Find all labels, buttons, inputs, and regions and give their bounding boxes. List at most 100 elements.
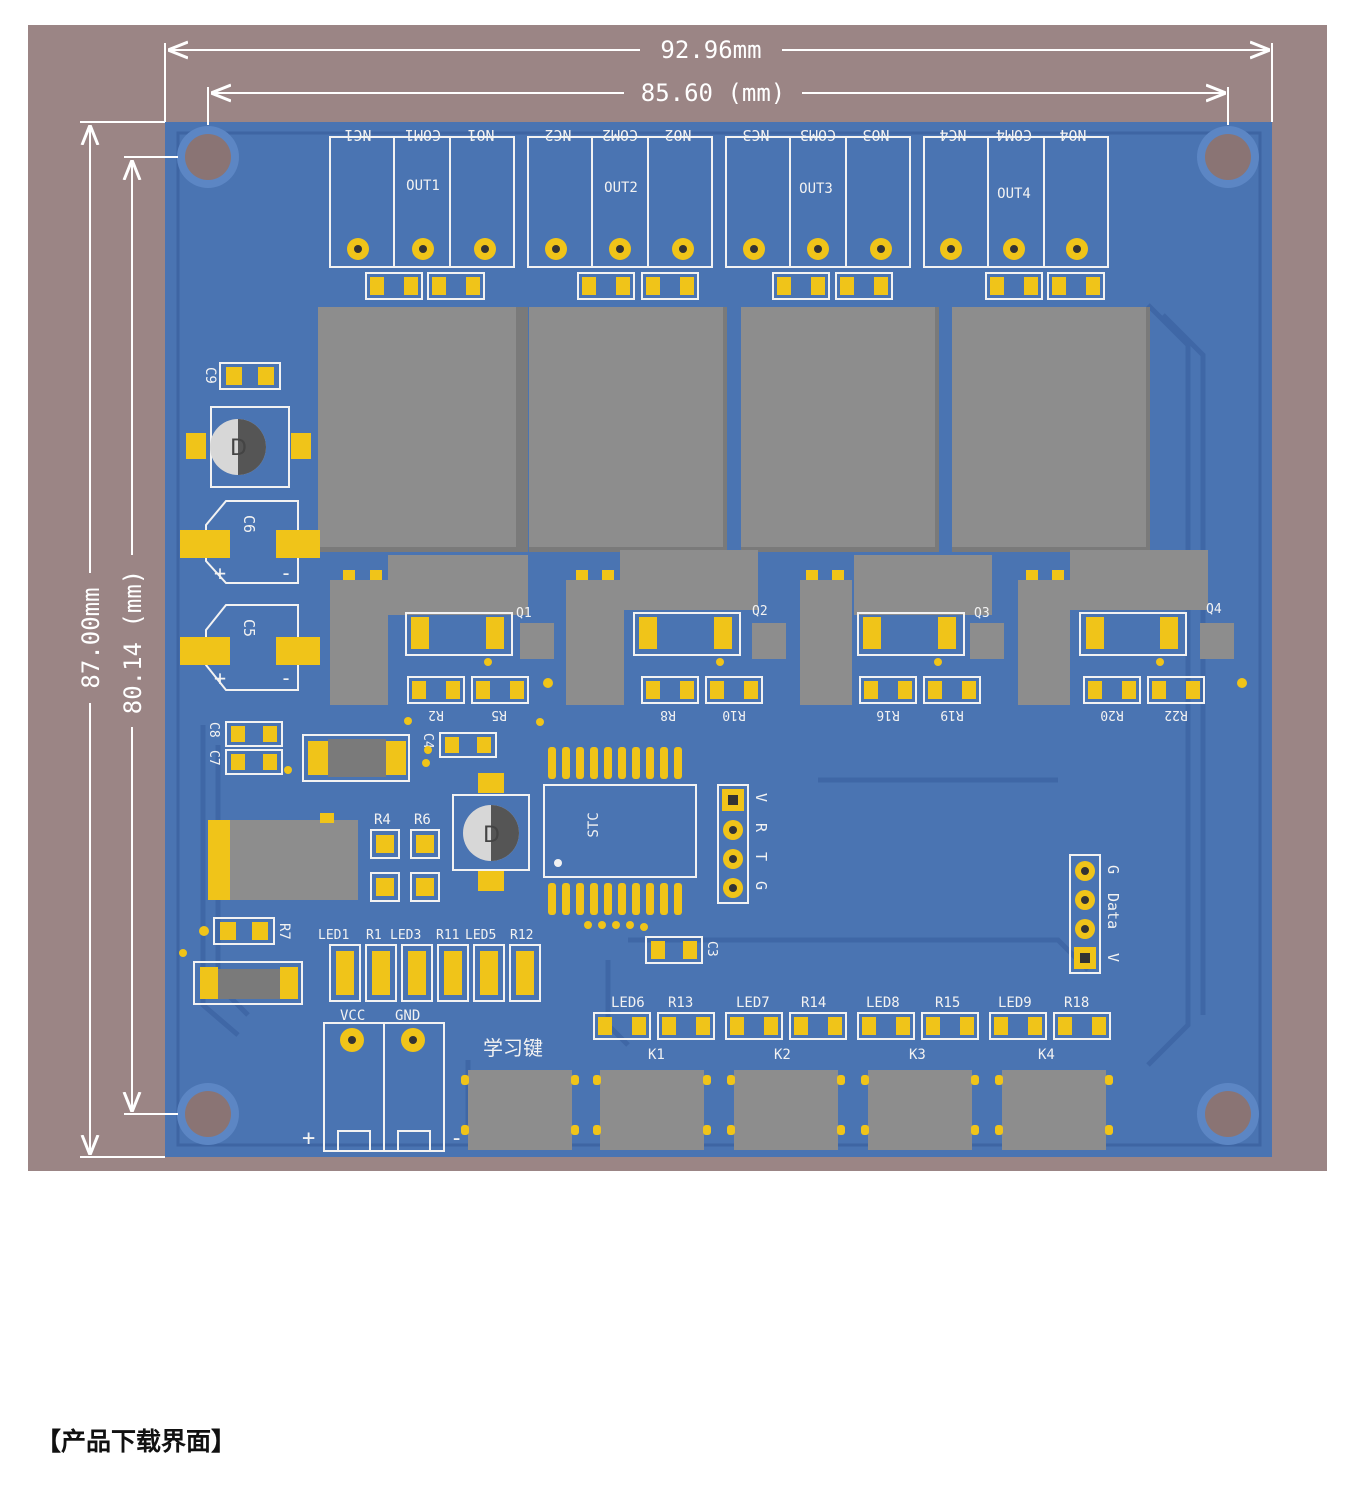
label-data-g: G <box>1104 865 1122 874</box>
label-q3: Q3 <box>974 606 990 621</box>
cap-c6: C6 + - <box>180 500 320 585</box>
label-r11: R11 <box>436 928 459 943</box>
tactile-switches <box>461 1070 1113 1150</box>
out4-pin-nc: NC4 <box>939 126 966 144</box>
label-led1: LED1 <box>318 928 349 943</box>
output-terminal-4: NC4 COM4 NO4 OUT4 <box>923 126 1109 268</box>
label-r5: R5 <box>491 707 507 722</box>
pcb-figure: 92.96mm 85.60 (mm) 87.00mm 80.14 (mm) NC… <box>28 25 1327 1171</box>
cap-c4: C4 <box>420 732 497 758</box>
voltage-regulator <box>208 813 358 900</box>
label-c7: C7 <box>206 750 221 766</box>
label-led7: LED7 <box>736 995 770 1011</box>
electrolytic-cap-top: D <box>186 406 311 488</box>
label-r12: R12 <box>510 928 533 943</box>
label-led6: LED6 <box>611 995 645 1011</box>
label-stc: STC <box>586 812 602 837</box>
label-k3: K3 <box>909 1047 926 1063</box>
label-q2: Q2 <box>752 604 768 619</box>
label-r22: R22 <box>1164 707 1187 722</box>
mcu-stc: STC <box>543 747 697 915</box>
label-q4: Q4 <box>1206 602 1222 617</box>
label-data-v: V <box>1104 953 1122 962</box>
out2-pin-nc: NC2 <box>544 126 571 144</box>
smd-row-top <box>365 272 1105 300</box>
label-r13: R13 <box>668 995 693 1011</box>
cap-c3: C3 <box>645 936 719 964</box>
label-uart-v: V <box>752 793 770 802</box>
label-r2: R2 <box>428 707 444 722</box>
label-r16: R16 <box>876 707 899 722</box>
dim-width-holes: 85.60 (mm) <box>641 79 786 107</box>
out2-label: OUT2 <box>604 180 638 196</box>
out3-pin-nc: NC3 <box>742 126 769 144</box>
label-r20: R20 <box>1100 707 1123 722</box>
label-r10: R10 <box>722 707 745 722</box>
relay-drivers: Q1 Q2 Q3 Q4 R2 R5 R8 R10 R16 R19 R20 R22 <box>330 550 1234 722</box>
label-diode-mid: D <box>483 823 500 848</box>
key-led-row: LED6 R13 LED7 R14 LED8 R15 LED9 R18 K1 K… <box>593 995 1111 1063</box>
cap-c8-c7: C8 C7 <box>206 721 283 775</box>
label-r18: R18 <box>1064 995 1089 1011</box>
out2-pin-com: COM2 <box>602 126 638 144</box>
label-vcc: VCC <box>340 1008 365 1024</box>
out3-label: OUT3 <box>799 181 833 197</box>
label-data-data: Data <box>1104 893 1122 929</box>
label-c5: C5 <box>240 619 258 637</box>
out3-pin-no: NO3 <box>862 126 889 144</box>
label-led5: LED5 <box>465 928 496 943</box>
electrolytic-cap-mid: D <box>452 773 530 891</box>
relays <box>318 307 1150 552</box>
output-terminal-3: NC3 COM3 NO3 OUT3 <box>725 126 911 268</box>
out1-pin-com: COM1 <box>405 126 441 144</box>
data-header: G Data V <box>1069 854 1122 974</box>
uart-header: V R T G <box>717 784 770 904</box>
mounting-holes <box>177 126 1259 1145</box>
label-r7: R7 <box>276 923 292 940</box>
label-diode-top: D <box>230 436 247 461</box>
label-r1: R1 <box>366 928 382 943</box>
label-c3: C3 <box>704 941 719 957</box>
label-gnd: GND <box>395 1008 420 1024</box>
label-k1: K1 <box>648 1047 665 1063</box>
label-r4: R4 <box>374 812 391 828</box>
resistors-r4-r6: R4 R6 <box>370 812 440 902</box>
label-power-plus: + <box>302 1126 315 1151</box>
cap-c5: C5 + - <box>180 604 320 691</box>
out1-pin-no: NO1 <box>467 126 494 144</box>
out4-pin-com: COM4 <box>996 126 1032 144</box>
label-uart-t: T <box>752 852 770 861</box>
output-terminal-1: NC1 COM1 NO1 OUT1 <box>329 126 515 268</box>
out1-pin-nc: NC1 <box>344 126 371 144</box>
label-r6: R6 <box>414 812 431 828</box>
led-resistor-block: LED1 R1 LED3 R11 LED5 R12 <box>318 928 541 1002</box>
smd-diode-bottom-left <box>193 961 303 1005</box>
section-heading: 【产品下载界面】 <box>36 1427 237 1456</box>
power-terminal: VCC GND + - <box>302 1008 463 1152</box>
out1-label: OUT1 <box>406 178 440 194</box>
c5-minus: - <box>280 666 292 690</box>
label-uart-r: R <box>752 823 770 833</box>
dim-height-holes: 80.14 (mm) <box>119 570 147 715</box>
c6-minus: - <box>280 561 292 585</box>
label-power-minus: - <box>450 1126 463 1151</box>
label-uart-g: G <box>752 881 770 890</box>
label-c4: C4 <box>420 733 435 749</box>
out3-pin-com: COM3 <box>800 126 836 144</box>
out4-label: OUT4 <box>997 186 1031 202</box>
resistor-r7: R7 <box>213 917 292 945</box>
c6-plus: + <box>214 561 226 585</box>
label-r19: R19 <box>940 707 963 722</box>
label-c8: C8 <box>206 722 221 738</box>
label-k2: K2 <box>774 1047 791 1063</box>
label-c6: C6 <box>240 515 258 533</box>
label-k4: K4 <box>1038 1047 1055 1063</box>
label-c9: C9 <box>202 367 218 384</box>
c5-plus: + <box>214 666 226 690</box>
label-led8: LED8 <box>866 995 900 1011</box>
cap-c9: C9 <box>202 362 281 390</box>
label-led9: LED9 <box>998 995 1032 1011</box>
dim-height-total: 87.00mm <box>77 587 105 688</box>
vias <box>179 658 1247 957</box>
learn-key-label: 学习键 <box>483 1036 543 1060</box>
